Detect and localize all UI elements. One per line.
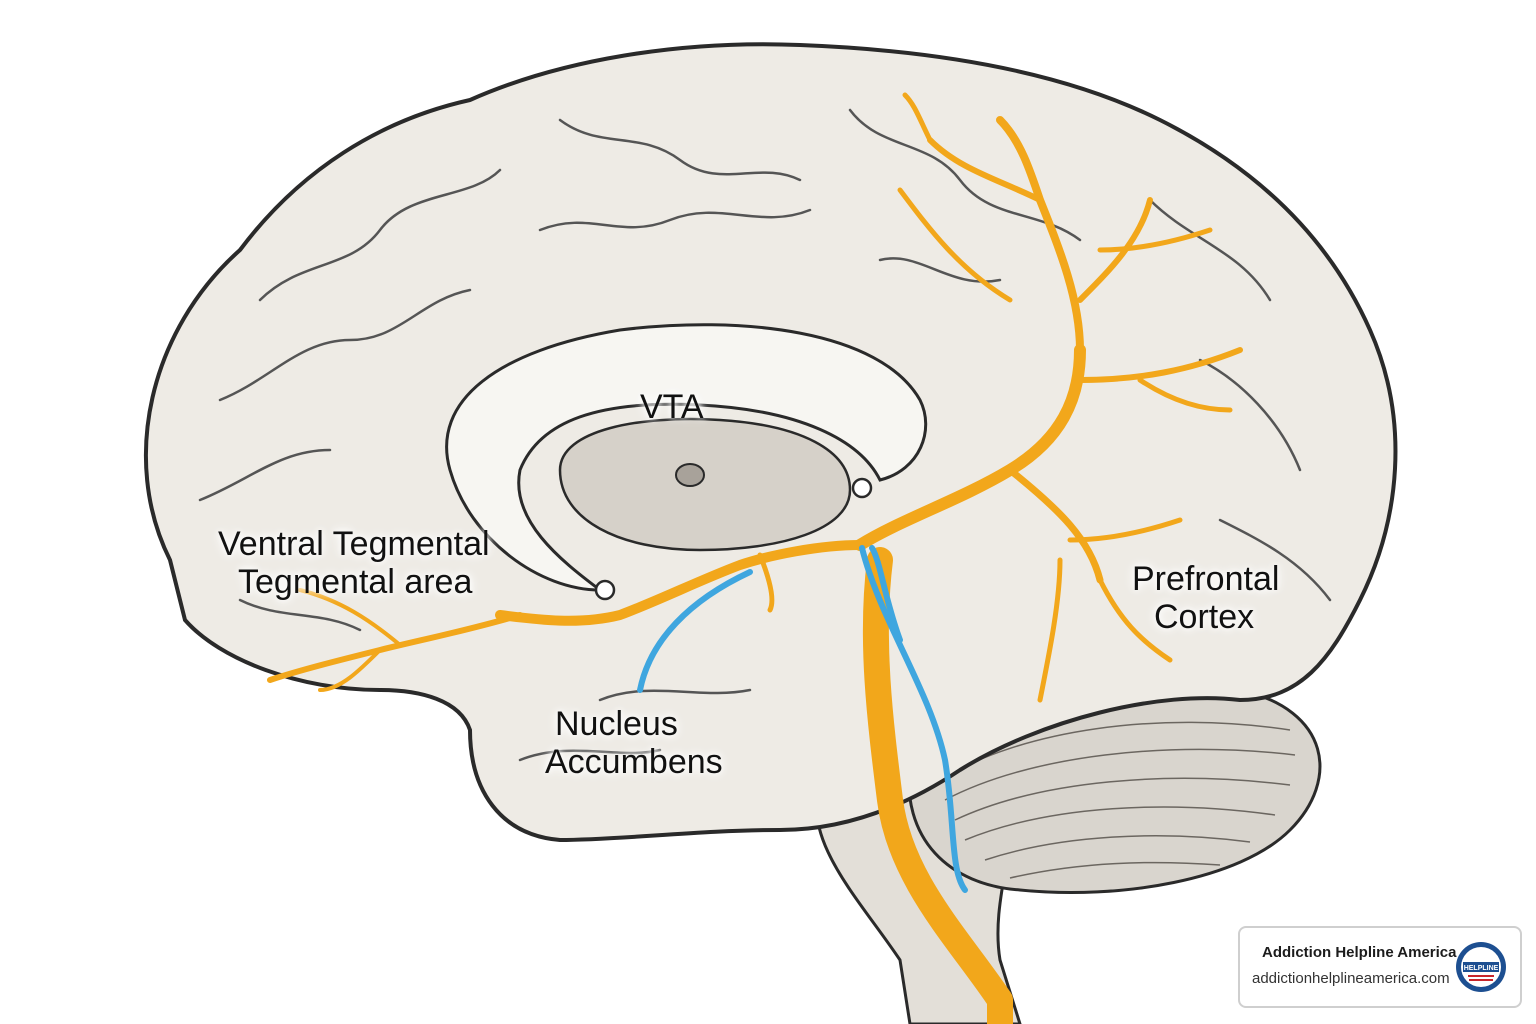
label-vta: VTA — [640, 388, 704, 426]
corpus-callosum — [445, 323, 928, 592]
label-prefrontal-cortex: Prefrontal Cortex — [1132, 560, 1280, 636]
mesocortical-pathway — [267, 92, 1243, 1024]
gyri — [198, 108, 1332, 762]
label-ventral-tegmental: Ventral Tegmental Tegmental area — [218, 525, 490, 601]
svg-text:HELPLINE: HELPLINE — [1464, 965, 1499, 972]
helpline-seal-icon: HELPLINE — [1456, 942, 1506, 992]
brand-url: addictionhelplineamerica.com — [1252, 970, 1450, 987]
thalamus — [558, 417, 852, 552]
brand-badge: Addiction Helpline America addictionhelp… — [1238, 926, 1522, 1008]
node-vta — [851, 477, 873, 499]
node-left — [594, 579, 616, 601]
label-nucleus-accumbens: Nucleus Accumbens — [545, 705, 723, 781]
brand-name: Addiction Helpline America — [1262, 944, 1457, 961]
mesolimbic-pathway — [637, 545, 968, 893]
thalamus-nucleus — [675, 463, 705, 487]
cerebellum-folia — [939, 721, 1296, 879]
